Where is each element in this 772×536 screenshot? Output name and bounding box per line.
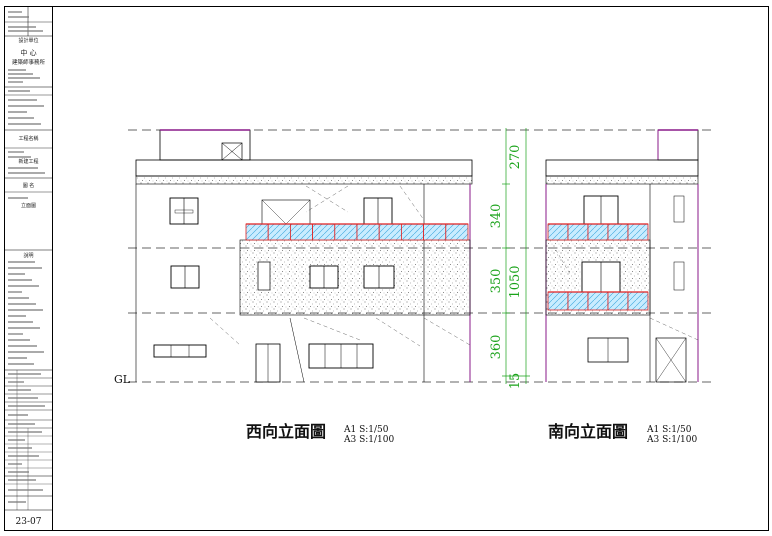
tb-firm-type: 建築師事務所	[12, 58, 46, 66]
roof-slab	[135, 175, 473, 185]
railing-panel	[547, 291, 569, 311]
tb-project-label: 工程名稱	[18, 135, 38, 142]
dimension-strings: 270 340 350 360 15 1050	[489, 128, 530, 389]
railing-panel	[334, 223, 358, 241]
dim-total: 1050	[508, 265, 523, 298]
tb-fine-print	[8, 11, 45, 503]
tb-firm-name: 中 心	[20, 48, 36, 57]
railing-panel	[567, 291, 589, 311]
dim-roof: 270	[508, 145, 523, 170]
south-scale-a3: A3 S:1/100	[646, 435, 697, 445]
railing-panel	[607, 291, 629, 311]
railing-panel	[423, 223, 447, 241]
railing-panel	[267, 223, 291, 241]
title-block: 設計單位 中 心 建築師事務所 工程名稱 新建工程 圖 名 立面圖 說明 23-…	[4, 6, 53, 527]
west-scale-a3: A3 S:1/100	[343, 435, 394, 445]
tb-sheet-label: 圖 名	[23, 182, 35, 189]
south-title-text: 南向立面圖	[548, 422, 628, 441]
window-w-1f-1	[153, 344, 207, 358]
railing-panel	[445, 223, 469, 241]
outer-frame	[4, 6, 769, 531]
window-w-2f-2	[257, 261, 271, 291]
dim-base: 15	[508, 373, 523, 390]
textured-wall-band	[239, 239, 471, 316]
railing-panel	[587, 223, 609, 241]
railing-south-3f	[547, 223, 649, 241]
railing-panel	[627, 223, 649, 241]
railing-panel	[378, 223, 402, 241]
dim-3f: 340	[489, 204, 504, 229]
railing-panel	[356, 223, 380, 241]
tb-project-name: 新建工程	[18, 158, 38, 165]
roof-parapet	[135, 159, 473, 177]
side-window-s-3f	[673, 195, 685, 223]
west-elevation	[135, 129, 473, 383]
ground-level-mark: GL	[114, 373, 131, 386]
door-s-1f	[655, 337, 687, 383]
railing-panel	[627, 291, 649, 311]
railing-panel	[289, 223, 313, 241]
sheet-code: 23-07	[16, 517, 42, 527]
roof-slab-south	[545, 175, 699, 185]
tb-notes-label: 說明	[23, 252, 33, 259]
railing-panel	[245, 223, 269, 241]
south-scale-a1: A1 S:1/50	[646, 425, 692, 435]
door-w-3f	[261, 199, 311, 225]
roof-parapet-south	[545, 159, 699, 177]
railing-panel	[567, 223, 589, 241]
tb-designer-label: 設計單位	[18, 37, 38, 44]
south-elevation	[545, 129, 699, 383]
railing-panel	[547, 223, 569, 241]
west-scale-a1: A1 S:1/50	[343, 425, 389, 435]
roof-stair-block-south	[657, 129, 699, 161]
railing-panel	[312, 223, 336, 241]
dim-1f: 360	[489, 335, 504, 360]
side-window-s-2f	[673, 261, 685, 291]
railing-west-3f	[245, 223, 469, 241]
tb-sheet-name: 立面圖	[21, 202, 36, 209]
south-view-title: 南向立面圖 A1 S:1/50 A3 S:1/100	[548, 422, 697, 445]
west-view-title: 西向立面圖 A1 S:1/50 A3 S:1/100	[246, 422, 394, 445]
dim-2f: 350	[489, 269, 504, 294]
railing-panel	[607, 223, 629, 241]
railing-south-2f	[547, 291, 649, 311]
railing-panel	[587, 291, 609, 311]
west-title-text: 西向立面圖	[246, 422, 326, 441]
railing-panel	[400, 223, 424, 241]
